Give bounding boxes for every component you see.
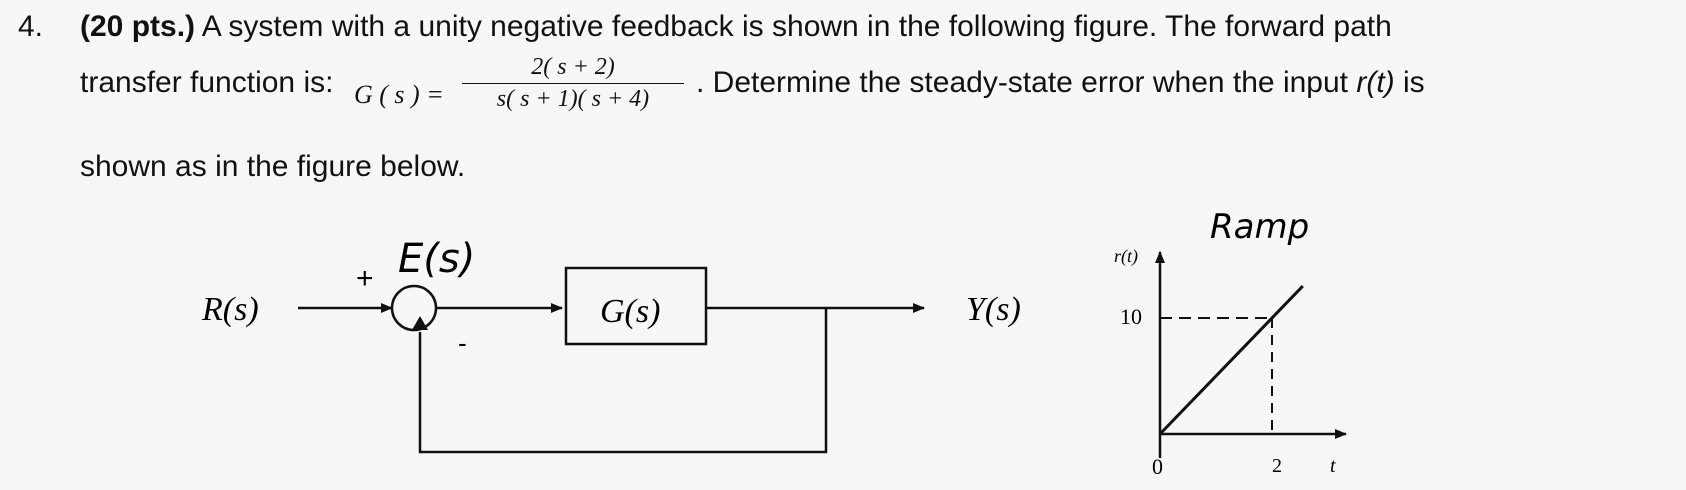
output-label: Y(s) [966, 291, 1021, 328]
ramp-plot [1155, 251, 1347, 458]
problem-points: (20 pts.) [80, 10, 196, 43]
feedback-arrowhead [412, 316, 428, 330]
ramp-y-tick: 10 [1120, 304, 1142, 329]
problem-number: 4. [18, 10, 44, 43]
ramp-x-axis-label: t [1330, 455, 1336, 477]
problem-line-1-text: A system with a unity negative feedback … [195, 10, 1392, 43]
transfer-function-denominator: s( s + 1)( s + 4) [496, 86, 650, 112]
line-2-end-b: is [1394, 66, 1425, 99]
problem-line-3: shown as in the figure below. [80, 150, 466, 183]
line-2-end-a: . Determine the steady-state error when … [696, 66, 1357, 99]
minus-sign: - [458, 328, 467, 358]
plus-sign: + [356, 262, 374, 295]
input-label: R(s) [201, 291, 259, 328]
transfer-function-fraction: 2( s + 2) s( s + 1)( s + 4) [462, 54, 684, 113]
feedback-path [418, 308, 828, 454]
problem-line-2-end: . Determine the steady-state error when … [696, 66, 1425, 100]
ramp-x-tick: 2 [1272, 455, 1282, 477]
problem-line-2-start: transfer function is: [80, 66, 334, 99]
transfer-function-numerator: 2( s + 2) [531, 54, 615, 80]
transfer-function-lhs: G ( s ) = [354, 80, 444, 109]
error-label: E(s) [398, 236, 475, 282]
ramp-y-axis-label: r(t) [1114, 246, 1138, 267]
block-diagram [298, 266, 925, 454]
g-block [564, 266, 708, 346]
problem-line-1: (20 pts.) A system with a unity negative… [80, 10, 1392, 44]
block-label: G(s) [600, 293, 660, 330]
ramp-line [1158, 285, 1304, 436]
input-signal-name: r(t) [1356, 66, 1395, 99]
ramp-origin-label: 0 [1152, 454, 1163, 479]
summing-junction [390, 284, 438, 332]
ramp-handwritten-title: Ramp [1210, 207, 1309, 247]
fraction-bar [462, 83, 684, 84]
